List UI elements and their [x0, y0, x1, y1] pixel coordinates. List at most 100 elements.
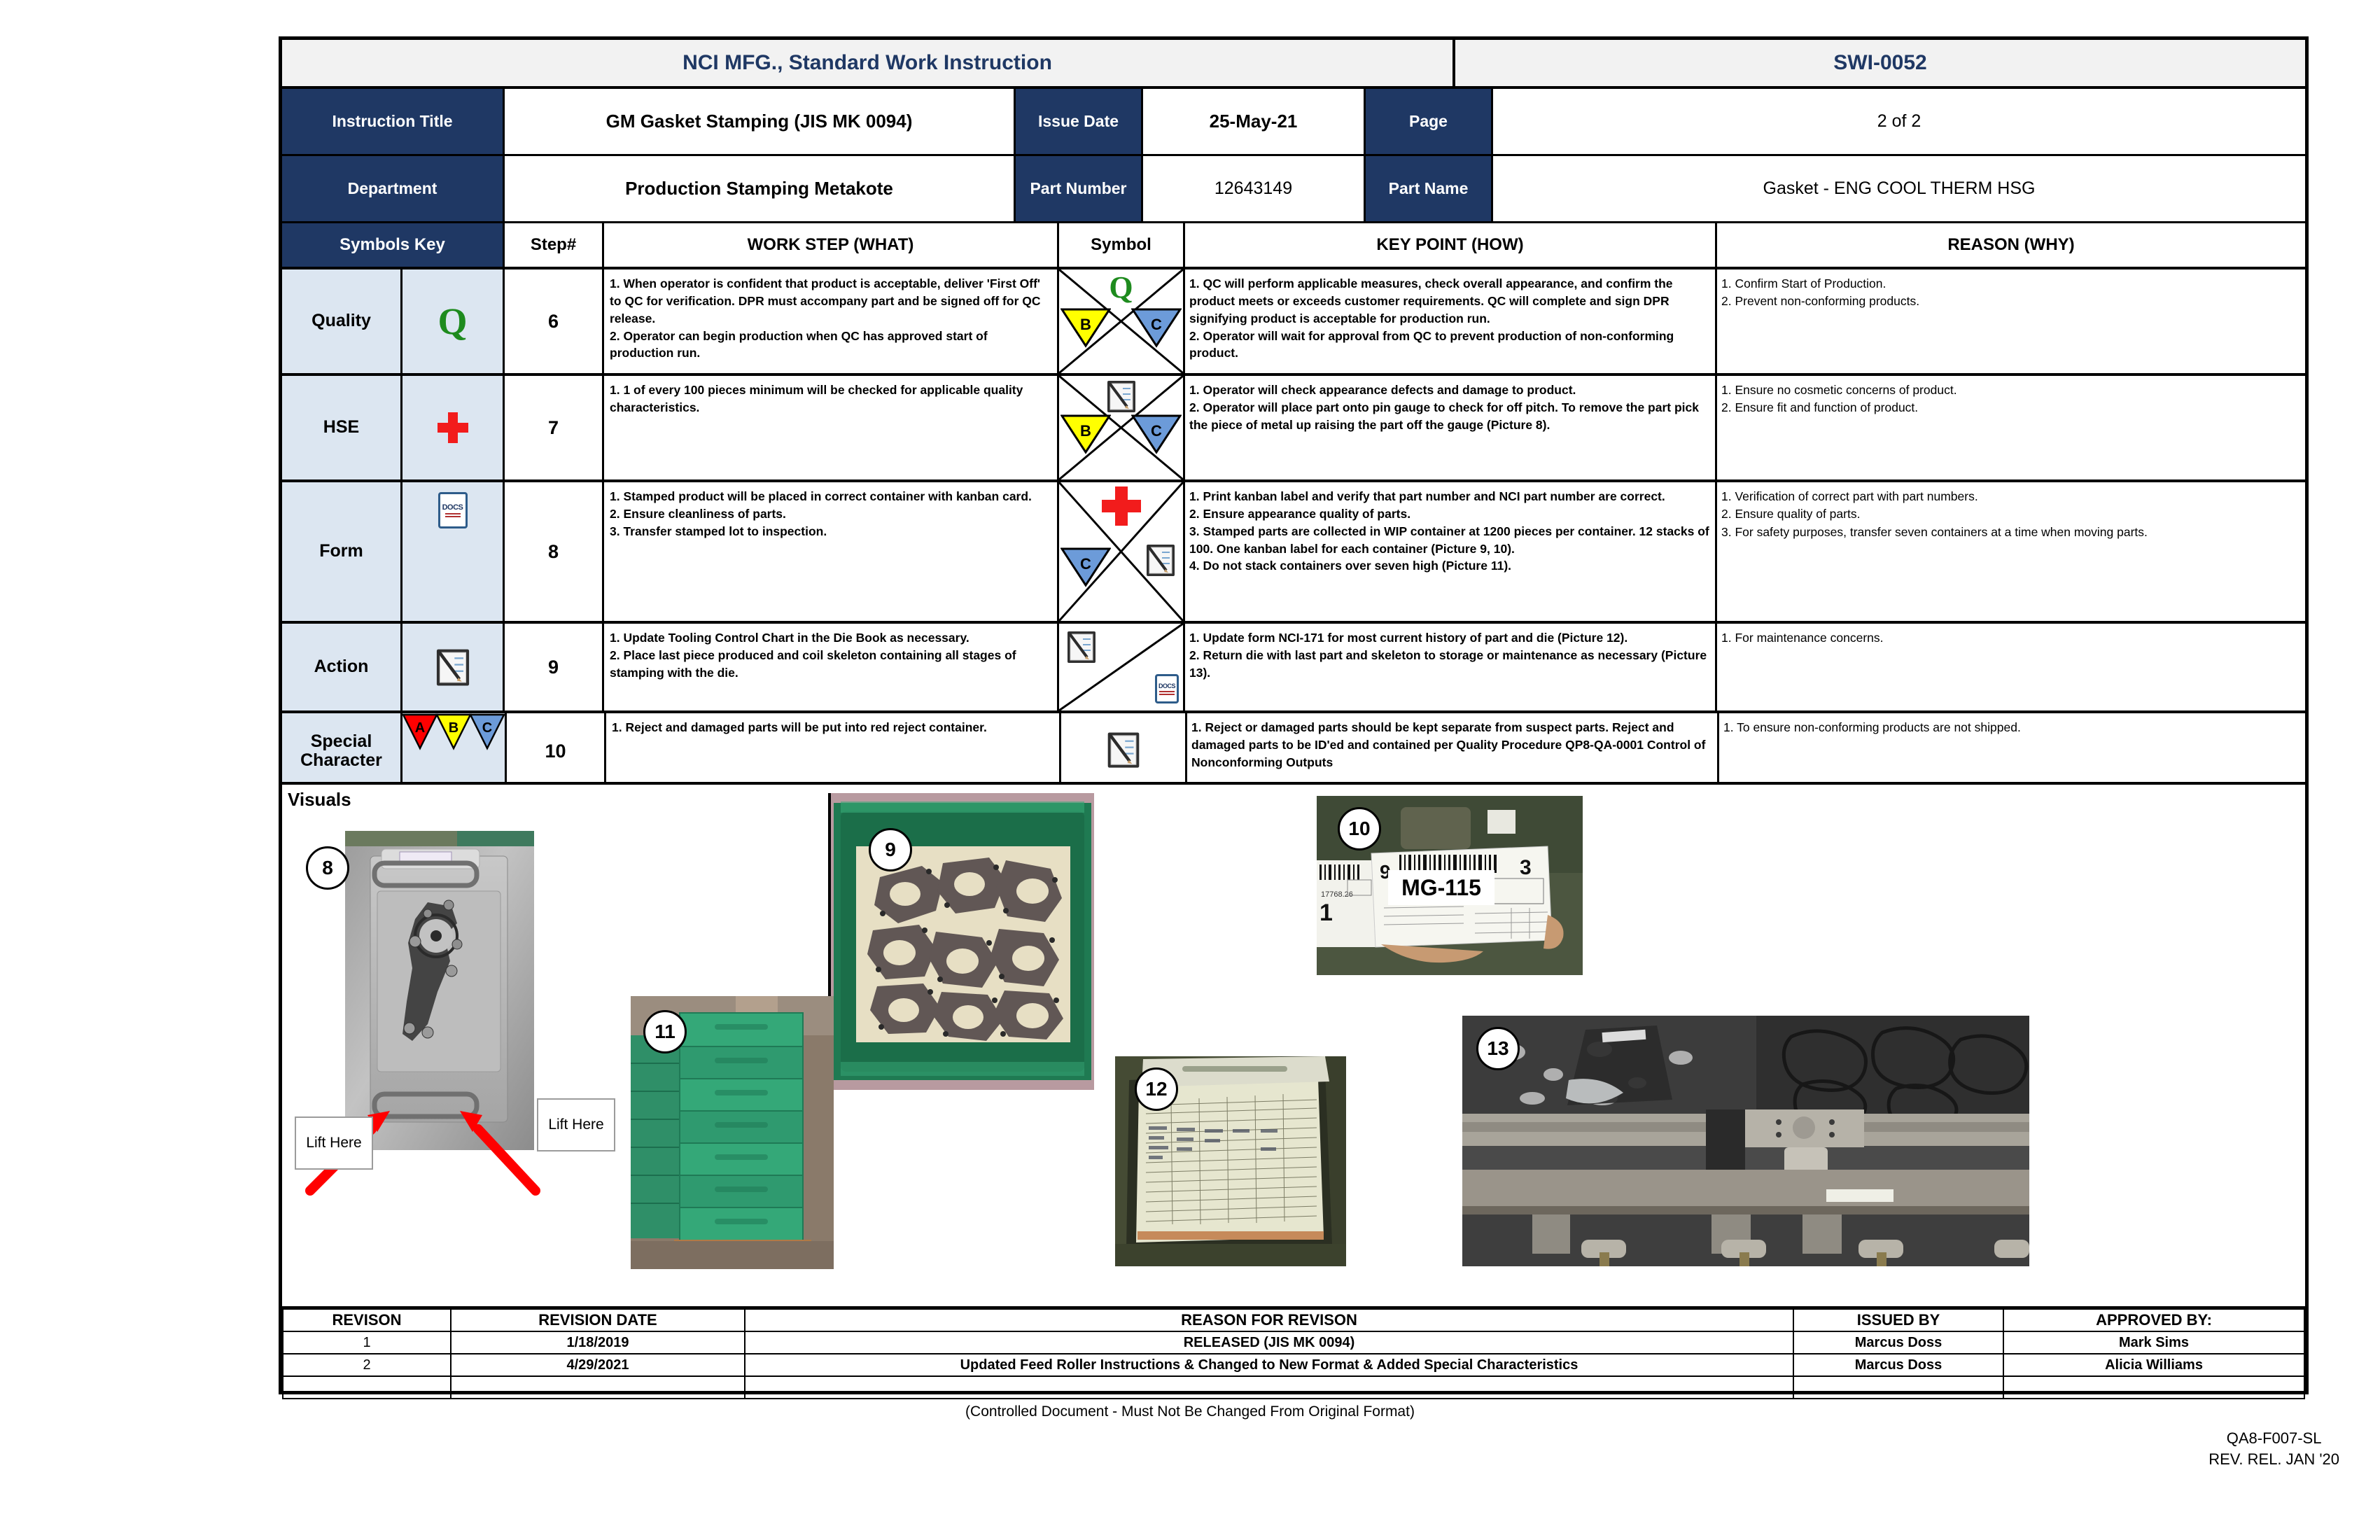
clipboard-pencil-icon — [1103, 730, 1144, 773]
svg-text:3: 3 — [1520, 856, 1532, 879]
photo-9-wip-container — [828, 793, 1097, 1090]
letter-q-green-icon: Q — [1109, 270, 1133, 304]
symbol-name-quality: Quality — [282, 270, 402, 373]
revision-col-rev: REVISON — [282, 1310, 451, 1332]
col-step: Step# — [505, 223, 604, 270]
revision-date: 4/29/2021 — [450, 1353, 746, 1377]
revision-table: REVISON REVISION DATE REASON FOR REVISON… — [282, 1310, 2305, 1399]
reason-text: 1. Confirm Start of Production. 2. Preve… — [1717, 270, 2305, 373]
reason-line: 1. For maintenance concerns. — [1721, 631, 1884, 645]
svg-text:B: B — [1080, 422, 1091, 440]
symbols-key-cell: Action — [282, 624, 505, 710]
symbols-key-cell: Form DOCS — [282, 482, 505, 621]
clipboard-pencil-icon — [1059, 379, 1183, 414]
swi-document-frame: NCI MFG., Standard Work Instruction SWI-… — [279, 36, 2309, 1399]
col-symbols-key: Symbols Key — [282, 223, 505, 270]
letter-q-green-icon: Q — [438, 300, 468, 342]
symbols-key-cell: Special Character A B C — [282, 713, 507, 789]
revision-col-date: REVISION DATE — [450, 1310, 746, 1332]
revision-header-row: REVISON REVISION DATE REASON FOR REVISON… — [282, 1310, 2305, 1332]
reason-line: 2. Ensure quality of parts. — [1721, 507, 1861, 522]
svg-text:B: B — [449, 720, 458, 736]
reason-line: 3. For safety purposes, transfer seven c… — [1721, 524, 2148, 539]
clipboard-pencil-icon — [1142, 542, 1179, 581]
reason-line: 1. To ensure non-conforming products are… — [1723, 720, 2021, 734]
work-step-line: 1. Reject and damaged parts will be put … — [612, 720, 987, 734]
inverted-delta-abc-icon: A B C — [402, 713, 505, 789]
revision-issued-by: Marcus Doss — [1793, 1353, 2004, 1377]
revision-reason: RELEASED (JIS MK 0094) — [744, 1331, 1794, 1354]
key-point-line: 1. Operator will check appearance defect… — [1189, 383, 1576, 397]
form-code: QA8-F007-SL — [2226, 1429, 2322, 1447]
revision-col-reason: REASON FOR REVISON — [744, 1310, 1794, 1332]
revision-issued-by — [1793, 1376, 2004, 1399]
revision-approved-by: Alicia Williams — [2003, 1353, 2305, 1377]
document-docs-icon: DOCS — [1155, 674, 1179, 704]
x-cross-lines — [1059, 270, 1183, 373]
callout-9: 9 — [869, 828, 912, 872]
reason-line: 1. Verification of correct part with par… — [1721, 489, 1978, 503]
delta-b-yellow-icon: B — [1060, 414, 1112, 458]
key-point-text: 1. Update form NCI-171 for most current … — [1185, 624, 1717, 710]
symbol-cell: B C — [1059, 376, 1185, 479]
document-title: NCI MFG., Standard Work Instruction — [282, 40, 1455, 86]
work-step-text: 1. Stamped product will be placed in cor… — [604, 482, 1059, 621]
table-row: Quality Q 6 1. When operator is confiden… — [282, 270, 2305, 376]
work-step-text: 1. 1 of every 100 pieces minimum will be… — [604, 376, 1059, 479]
step-number: 10 — [507, 713, 606, 789]
visuals-panel: Visuals — [282, 782, 2305, 1310]
reason-text: 1. Verification of correct part with par… — [1717, 482, 2305, 621]
revision-table-wrapper: REVISON REVISION DATE REASON FOR REVISON… — [282, 1306, 2305, 1399]
key-point-text: 1. Reject or damaged parts should be kep… — [1187, 713, 1719, 789]
symbol-name-form: Form — [282, 482, 402, 621]
callout-13: 13 — [1476, 1027, 1520, 1070]
photo-13-die-storage — [1462, 1016, 2029, 1266]
photo-8-die-with-part — [345, 831, 534, 1150]
table-row: Form DOCS 8 1. Stamped product will be p… — [282, 482, 2305, 624]
key-point-text: 1. Operator will check appearance defect… — [1185, 376, 1717, 479]
symbol-name-action: Action — [282, 624, 402, 710]
lift-here-label-left: Lift Here — [295, 1116, 373, 1170]
x-cross-lines — [1059, 376, 1183, 479]
symbol-cell: C — [1059, 482, 1185, 621]
revision-approved-by — [2003, 1376, 2305, 1399]
revision-reason — [744, 1376, 1794, 1399]
form-code-block: QA8-F007-SL REV. REL. JAN '20 — [2208, 1428, 2339, 1469]
work-step-text: 1. When operator is confident that produ… — [604, 270, 1059, 373]
delta-c-blue-icon: C — [1130, 414, 1182, 458]
revision-rev: 2 — [282, 1353, 451, 1377]
symbol-name-special-character: Special Character — [282, 713, 402, 789]
red-cross-icon — [402, 376, 503, 479]
table-row: Action 9 1. Update Tooling Control Chart — [282, 624, 2305, 713]
work-step-line: 2. Place last piece produced and coil sk… — [610, 648, 1016, 680]
header-row-department: Department Production Stamping Metakote … — [282, 156, 2305, 223]
reason-text: 1. For maintenance concerns. — [1717, 624, 2305, 710]
clipboard-pencil-icon — [402, 624, 503, 710]
key-point-line: 1. Print kanban label and verify that pa… — [1189, 489, 1665, 503]
revision-approved-by: Mark Sims — [2003, 1331, 2305, 1354]
col-symbol: Symbol — [1059, 223, 1185, 270]
kanban-label-value: MG-115 — [1388, 870, 1494, 905]
callout-8: 8 — [306, 846, 349, 890]
revision-col-approved-by: APPROVED BY: — [2003, 1310, 2305, 1332]
svg-text:C: C — [1080, 555, 1091, 573]
visuals-title: Visuals — [288, 789, 351, 810]
revision-issued-by: Marcus Doss — [1793, 1331, 2004, 1354]
instruction-title-value: GM Gasket Stamping (JIS MK 0094) — [505, 89, 1016, 156]
document-number: SWI-0052 — [1455, 40, 2305, 86]
work-step-text: 1. Update Tooling Control Chart in the D… — [604, 624, 1059, 710]
key-point-line: 4. Do not stack containers over seven hi… — [1189, 559, 1512, 573]
delta-c-blue-icon: C — [1060, 547, 1112, 591]
key-point-text: 1. Print kanban label and verify that pa… — [1185, 482, 1717, 621]
clipboard-pencil-icon — [1063, 629, 1100, 668]
form-revision: REV. REL. JAN '20 — [2208, 1450, 2339, 1468]
work-step-line: 1. When operator is confident that produ… — [610, 276, 1041, 326]
part-number-value: 12643149 — [1143, 156, 1366, 223]
svg-text:1: 1 — [1320, 899, 1333, 926]
department-label: Department — [282, 156, 505, 223]
part-number-label: Part Number — [1016, 156, 1143, 223]
table-row: HSE 7 1. 1 of every 100 pieces minimum w… — [282, 376, 2305, 482]
work-step-line: 1. 1 of every 100 pieces minimum will be… — [610, 383, 1023, 414]
key-point-line: 2. Return die with last part and skeleto… — [1189, 648, 1707, 680]
